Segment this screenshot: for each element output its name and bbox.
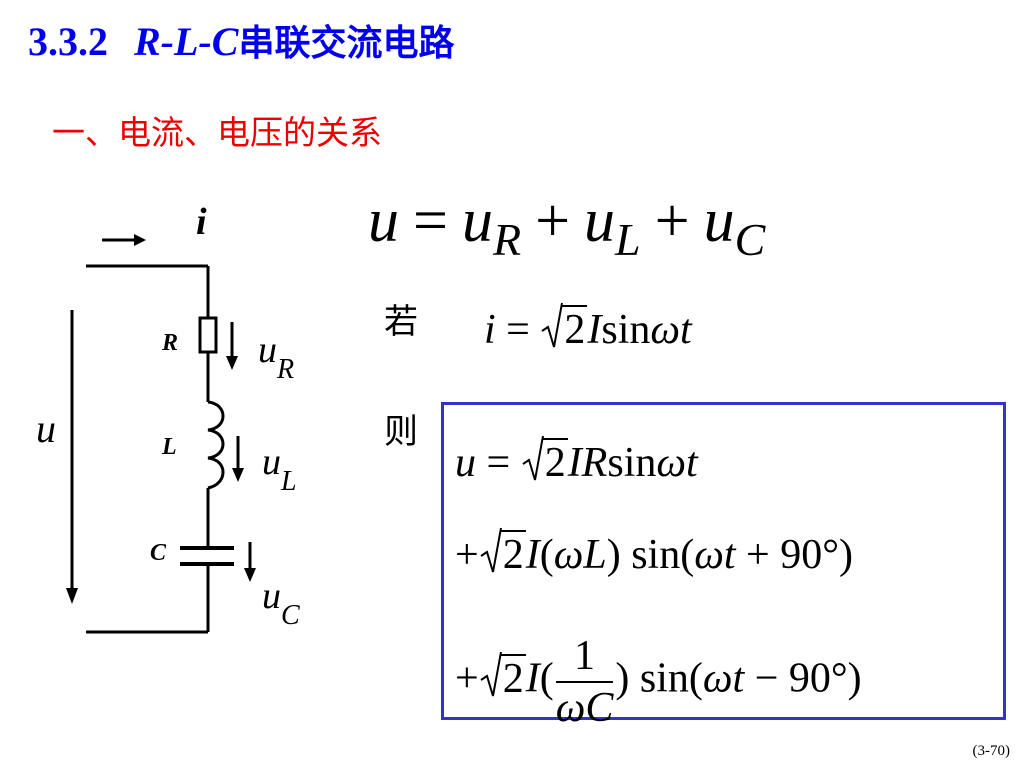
title-rlc: R-L-C [134,19,239,64]
section-number: 3.3.2 [28,19,108,64]
current-equation: i = 2Isinωt [484,302,692,351]
kvl-equation: u=uR+uL+uC [368,187,766,265]
current-arrow-head [134,234,146,246]
uc-label: uC [262,575,300,631]
inductor-label: L [161,434,177,460]
sqrt-symbol: 2 [479,651,526,700]
uc-arrow-head [244,568,256,582]
ur-arrow-head [226,356,238,370]
section-subtitle: 一、电流、电压的关系 [52,113,382,152]
capacitor-label: C [150,540,167,566]
result-box [441,402,1006,720]
page-number: (3-70) [972,743,1011,759]
sqrt-symbol: 2 [521,435,568,484]
if-label: 若 [384,302,418,342]
current-label: i [196,201,207,243]
sqrt-symbol: 2 [540,302,588,351]
ul-label: uL [262,441,297,497]
result-line-1: u = 2IRsinωt [455,435,698,484]
result-line-2: +2I(ωL) sin(ωt + 90°) [455,527,853,576]
voltage-arrow-head [66,588,78,604]
resistor-label: R [161,330,178,356]
rlc-circuit-diagram: i u R uR L uL C uC [36,201,300,634]
ur-label: uR [258,329,294,385]
ul-arrow-head [232,468,244,482]
page-title: 3.3.2 R-L-C串联交流电路 [28,22,454,62]
voltage-label: u [36,406,56,451]
resistor [198,316,218,354]
then-label: 则 [384,412,418,452]
sqrt-symbol: 2 [479,527,526,576]
title-text: 串联交流电路 [238,23,455,64]
inductor [207,400,225,490]
